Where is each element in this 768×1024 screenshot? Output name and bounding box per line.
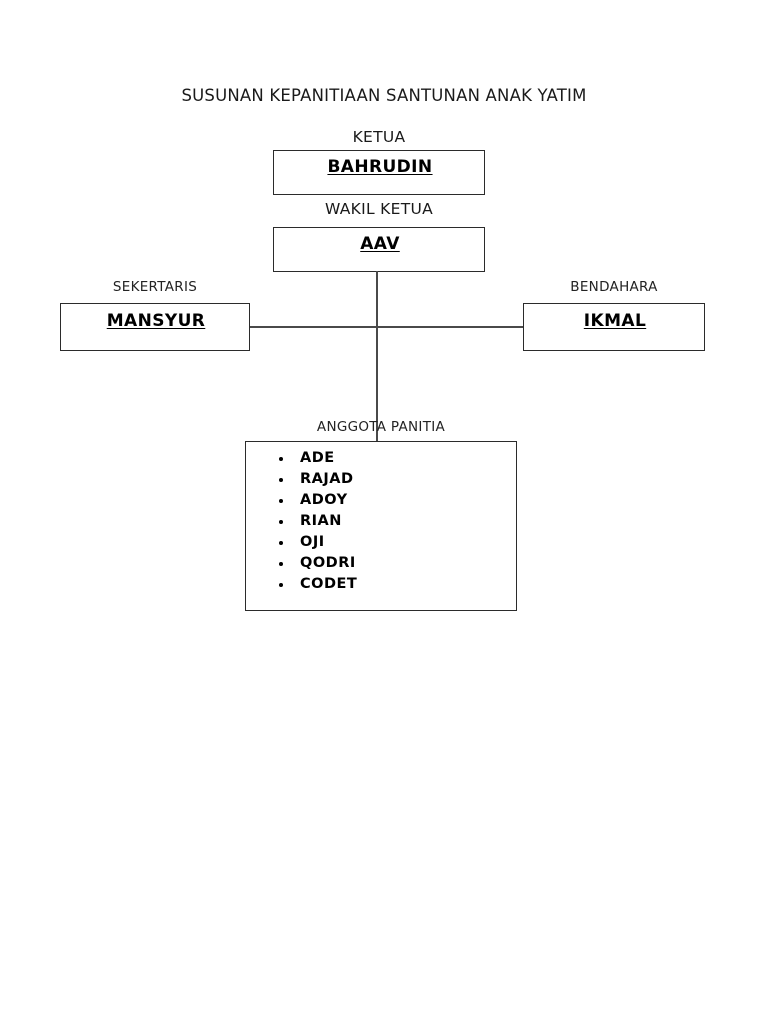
bullet-icon [279, 499, 283, 503]
role-label-ketua: KETUA [352, 128, 406, 146]
anggota-member-list: ADE RAJAD ADOY RIAN OJI QODRI CODET [246, 448, 357, 595]
member-name: OJI [300, 534, 325, 550]
list-item: ADE [246, 448, 357, 469]
bullet-icon [279, 583, 283, 587]
node-box-sekertaris[interactable]: MANSYUR [60, 303, 250, 351]
node-box-anggota-panitia[interactable]: ADE RAJAD ADOY RIAN OJI QODRI CODET [245, 441, 517, 611]
member-name: RAJAD [300, 471, 354, 487]
list-item: QODRI [246, 553, 357, 574]
node-box-wakil-ketua[interactable]: AAV [273, 227, 485, 272]
list-item: CODET [246, 574, 357, 595]
list-item: ADOY [246, 490, 357, 511]
list-item: RIAN [246, 511, 357, 532]
node-name-sekertaris: MANSYUR [106, 311, 206, 331]
member-name: QODRI [300, 555, 356, 571]
member-name: ADOY [300, 492, 348, 508]
node-name-bendahara: IKMAL [583, 311, 647, 331]
member-name: ADE [300, 450, 335, 466]
role-label-wakil-ketua: WAKIL KETUA [324, 200, 434, 218]
connector-line-crossbar-left [250, 326, 377, 328]
member-name: CODET [300, 576, 358, 592]
bullet-icon [279, 562, 283, 566]
node-name-ketua: BAHRUDIN [327, 157, 433, 177]
role-label-sekertaris: SEKERTARIS [112, 279, 198, 295]
bullet-icon [279, 520, 283, 524]
node-name-wakil-ketua: AAV [360, 234, 400, 254]
connector-line-crossbar-to-anggota [376, 326, 378, 441]
node-box-ketua[interactable]: BAHRUDIN [273, 150, 485, 195]
connector-line-wakil-to-crossbar [376, 271, 378, 327]
role-label-bendahara: BENDAHARA [570, 279, 658, 295]
bullet-icon [279, 541, 283, 545]
role-label-anggota-panitia: ANGGOTA PANITIA [316, 419, 446, 435]
page-title: SUSUNAN KEPANITIAAN SANTUNAN ANAK YATIM [181, 86, 587, 105]
bullet-icon [279, 457, 283, 461]
bullet-icon [279, 478, 283, 482]
node-box-bendahara[interactable]: IKMAL [523, 303, 705, 351]
connector-line-crossbar-right [377, 326, 523, 328]
list-item: OJI [246, 532, 357, 553]
list-item: RAJAD [246, 469, 357, 490]
member-name: RIAN [300, 513, 342, 529]
